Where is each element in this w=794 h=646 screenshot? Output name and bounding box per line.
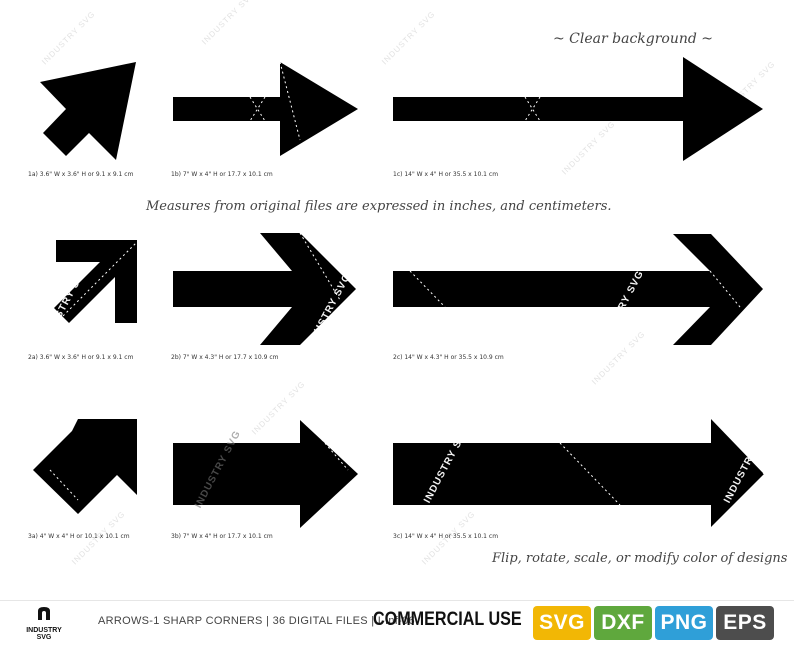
brand-name-line2: SVG [36,634,52,641]
format-badge-dxf: DXF [594,606,652,640]
caption-1c: 1c) 14" W x 4" H or 35.5 x 10.1 cm [393,171,499,178]
arrow-1b-short [173,61,358,156]
arrows-artwork [33,57,765,528]
caption-1a: 1a) 3.6" W x 3.6" H or 9.1 x 9.1 cm [28,171,134,178]
caption-3c: 3c) 14" W x 4" H or 35.5 x 10.1 cm [393,533,499,540]
arrow-3c-block-long [393,419,765,527]
caption-1b: 1b) 7" W x 4" H or 17.7 x 10.1 cm [171,171,273,178]
arrow-3b-block [173,420,358,528]
format-badge-eps: EPS [716,606,774,640]
arrow-1a-diagonal [40,62,136,160]
arrow-3a-blunt [33,419,137,514]
arrow-2c-chevron-long [393,234,763,345]
brand-logo: INDUSTRY SVG [24,605,64,641]
note-flip-rotate: Flip, rotate, scale, or modify color of … [492,551,788,566]
commercial-use-label: COMMERCIAL USE [373,609,522,630]
caption-2a: 2a) 3.6" W x 3.6" H or 9.1 x 9.1 cm [28,354,134,361]
arrow-1c-long [393,57,763,161]
footer-bar: INDUSTRY SVG ARROWS-1 SHARP CORNERS | 36… [0,600,794,646]
note-measures: Measures from original files are express… [146,199,612,214]
caption-2b: 2b) 7" W x 4.3" H or 17.7 x 10.9 cm [171,354,279,361]
product-info: ARROWS-1 SHARP CORNERS | 36 DIGITAL FILE… [98,615,415,627]
arrow-2a-corner [54,240,138,324]
caption-3b: 3b) 7" W x 4" H or 17.7 x 10.1 cm [171,533,273,540]
format-badge-svg: SVG [533,606,591,640]
brand-name-line1: INDUSTRY [26,627,62,634]
format-badge-png: PNG [655,606,713,640]
industry-logo-icon [38,607,50,620]
caption-2c: 2c) 14" W x 4.3" H or 35.5 x 10.9 cm [393,354,504,361]
caption-3a: 3a) 4" W x 4" H or 10.1 x 10.1 cm [28,533,130,540]
note-clear-background: ~ Clear background ~ [553,31,714,47]
arrow-2b-chevron [173,232,356,345]
arrows-preview-sheet: INDUSTRY SVG INDUSTRY SVG INDUSTRY SVG I… [28,0,788,566]
